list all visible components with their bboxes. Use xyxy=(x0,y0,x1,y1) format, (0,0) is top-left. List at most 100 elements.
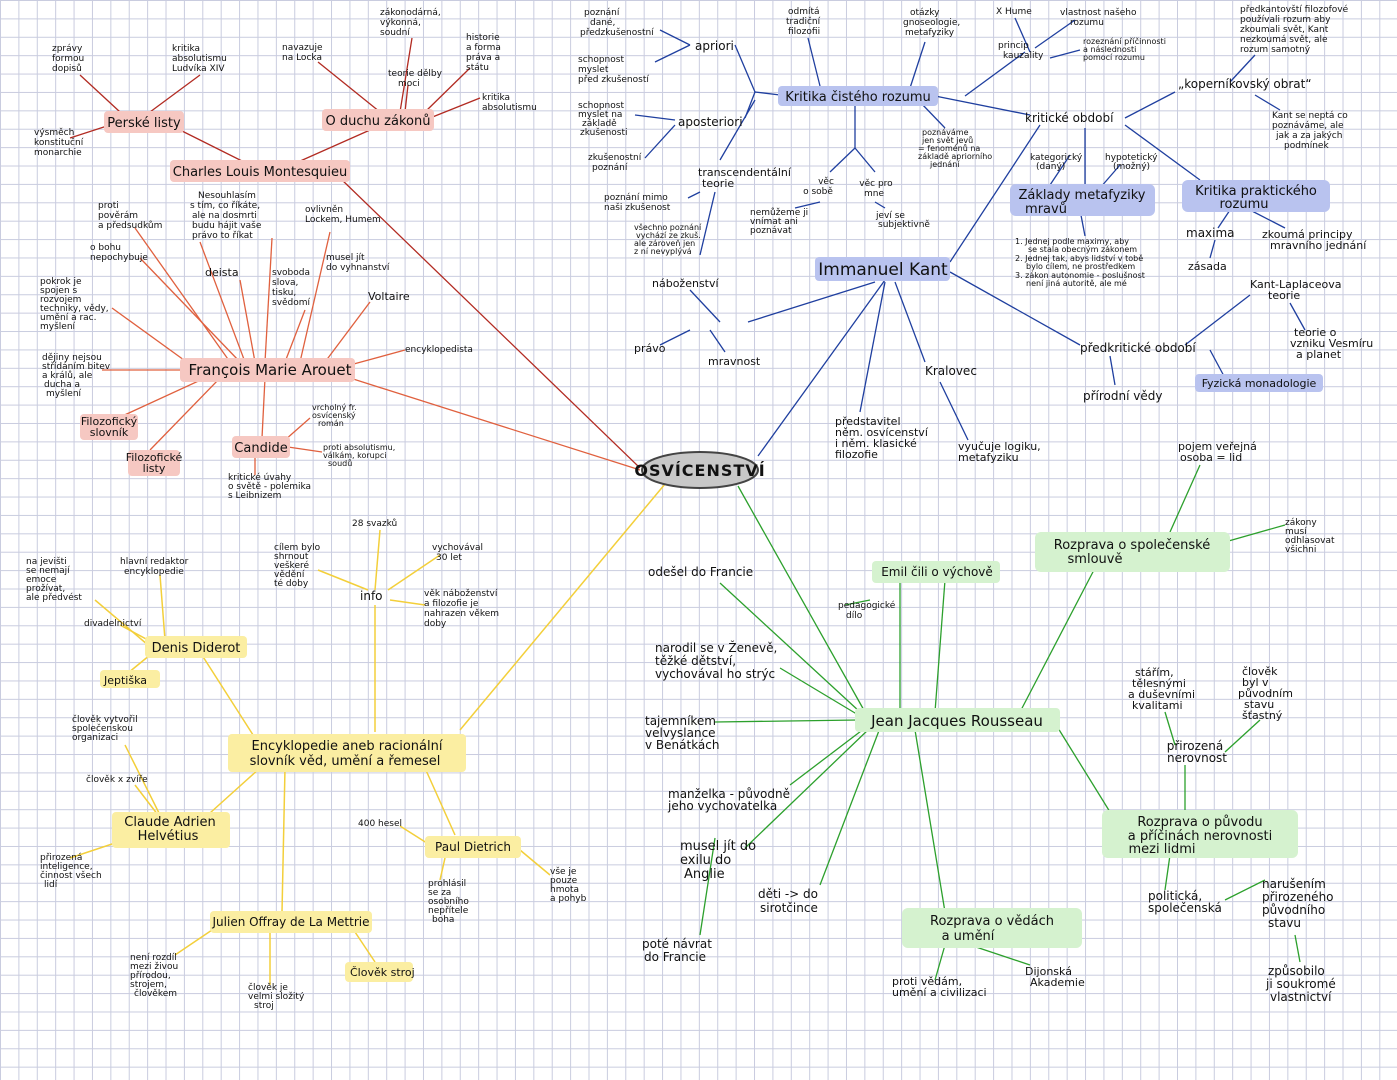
node-perske-listy[interactable]: Perské listy xyxy=(107,116,181,131)
connectors-kant xyxy=(634,17,1306,457)
note-v8: Voltaire xyxy=(368,290,410,303)
note-p1: 400 hesel xyxy=(358,819,402,829)
node-candide[interactable]: Candide xyxy=(234,441,287,456)
note-i1: 28 svazků xyxy=(352,518,397,529)
node-fyzicka-monadologie[interactable]: Fyzická monadologie xyxy=(1202,377,1317,390)
node-montesquieu[interactable]: Charles Louis Montesquieu xyxy=(173,165,347,180)
node-kriticke-obdobi[interactable]: kritické období xyxy=(1025,111,1114,125)
note-v6: deista xyxy=(205,266,239,279)
center-label: OSVÍCENSTVÍ xyxy=(634,461,765,480)
note-hume: X Hume xyxy=(996,7,1032,17)
note-politicka: politická,společenská xyxy=(1148,889,1222,915)
node-o-duchu-zakonu[interactable]: O duchu zákonů xyxy=(326,114,431,129)
note-prirodni-vedy: přírodní vědy xyxy=(1083,389,1162,403)
center-node[interactable]: OSVÍCENSTVÍ xyxy=(634,451,765,489)
node-kant[interactable]: Immanuel Kant xyxy=(818,260,948,280)
node-predkriticke-obdobi[interactable]: předkritické období xyxy=(1080,341,1196,355)
node-apriori[interactable]: apriori xyxy=(695,39,734,53)
note-proti: proti vědám,umění a civilizaci xyxy=(892,975,987,999)
node-kopernikovsky-obrat[interactable]: „koperníkovský obrat“ xyxy=(1178,77,1312,91)
note-kategoricky: kategorický(daný) xyxy=(1030,153,1083,172)
node-la-mettrie[interactable]: Julien Offray de La Mettrie xyxy=(212,915,370,929)
node-rousseau[interactable]: Jean Jacques Rousseau xyxy=(870,712,1043,730)
node-jeptiska[interactable]: Jeptiška xyxy=(103,674,147,687)
node-kritika-cisteho-rozumu[interactable]: Kritika čistého rozumu xyxy=(785,90,931,105)
connectors-rousseau xyxy=(699,464,1301,981)
node-denis-diderot[interactable]: Denis Diderot xyxy=(152,641,241,656)
note-odesel: odešel do Francie xyxy=(648,565,753,579)
note-hypoteticky: hypotetický(možný) xyxy=(1105,153,1158,172)
node-info[interactable]: info xyxy=(360,589,383,603)
node-kralovec[interactable]: Kralovec xyxy=(925,364,977,378)
node-emil[interactable]: Emil čili o výchově xyxy=(881,565,993,579)
note-vyucuje: vyučuje logiku,metafyziku xyxy=(958,440,1041,464)
node-clovek-stroj[interactable]: Člověk stroj xyxy=(350,966,415,979)
highlights xyxy=(80,86,1330,982)
node-voltaire[interactable]: François Marie Arouet xyxy=(189,361,352,379)
node-paul-dietrich[interactable]: Paul Dietrich xyxy=(435,840,511,854)
branch-kant: Immanuel Kant Kritika čistého rozumu apr… xyxy=(578,4,1373,464)
node-aposteriori[interactable]: aposteriori xyxy=(678,115,743,129)
note-nabozenstvi: náboženství xyxy=(652,277,719,290)
note-zasada: zásada xyxy=(1188,260,1227,273)
